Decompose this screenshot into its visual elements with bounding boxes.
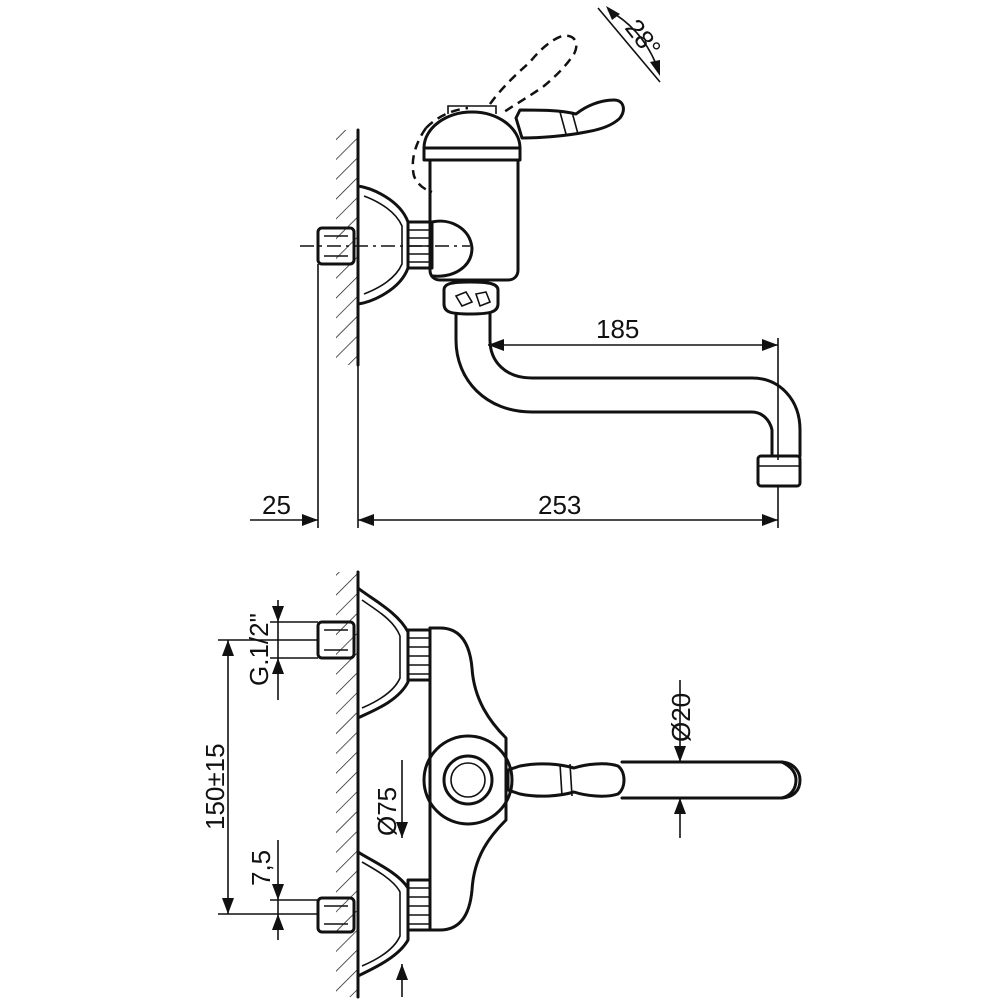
dim-spout-diameter: Ø20 <box>666 693 696 742</box>
dim-handle-angle: 28° <box>619 13 667 62</box>
lever-handle-front <box>506 762 626 798</box>
dim-spout-reach: 185 <box>596 314 639 344</box>
knurled-ring-side <box>406 220 434 270</box>
aerator-side <box>756 454 802 488</box>
knob-outer-front <box>422 734 514 826</box>
dim-rosette-diameter: Ø75 <box>372 787 402 836</box>
dim-wall-offset: 25 <box>262 490 291 520</box>
knob-inner-front <box>442 754 494 806</box>
valve-body-front <box>428 626 508 932</box>
cap-dome-side <box>422 110 522 162</box>
dim-thread-size: G.1/2" <box>244 613 274 686</box>
rosette-lower <box>356 850 410 978</box>
side-view: 28° 185 25 253 <box>250 6 802 528</box>
dim-eccentric-offset: 7,5 <box>246 850 276 886</box>
wall-hatching-top <box>336 130 358 365</box>
front-view: Ø20 Ø75 G.1/2" 150±15 7,5 <box>200 570 802 999</box>
spout-connector-side <box>442 280 500 316</box>
dim-total-projection: 253 <box>538 490 581 520</box>
wall-hatching-bottom <box>336 572 358 997</box>
lever-handle-open-dashed <box>488 34 578 114</box>
lever-handle-side <box>514 98 625 140</box>
valve-body-side <box>428 158 520 282</box>
dim-center-distance: 150±15 <box>200 743 230 830</box>
rosette-side <box>356 184 410 306</box>
spout-front <box>620 760 802 800</box>
spout-side <box>454 312 774 458</box>
inlet-nut-lower <box>316 896 356 934</box>
